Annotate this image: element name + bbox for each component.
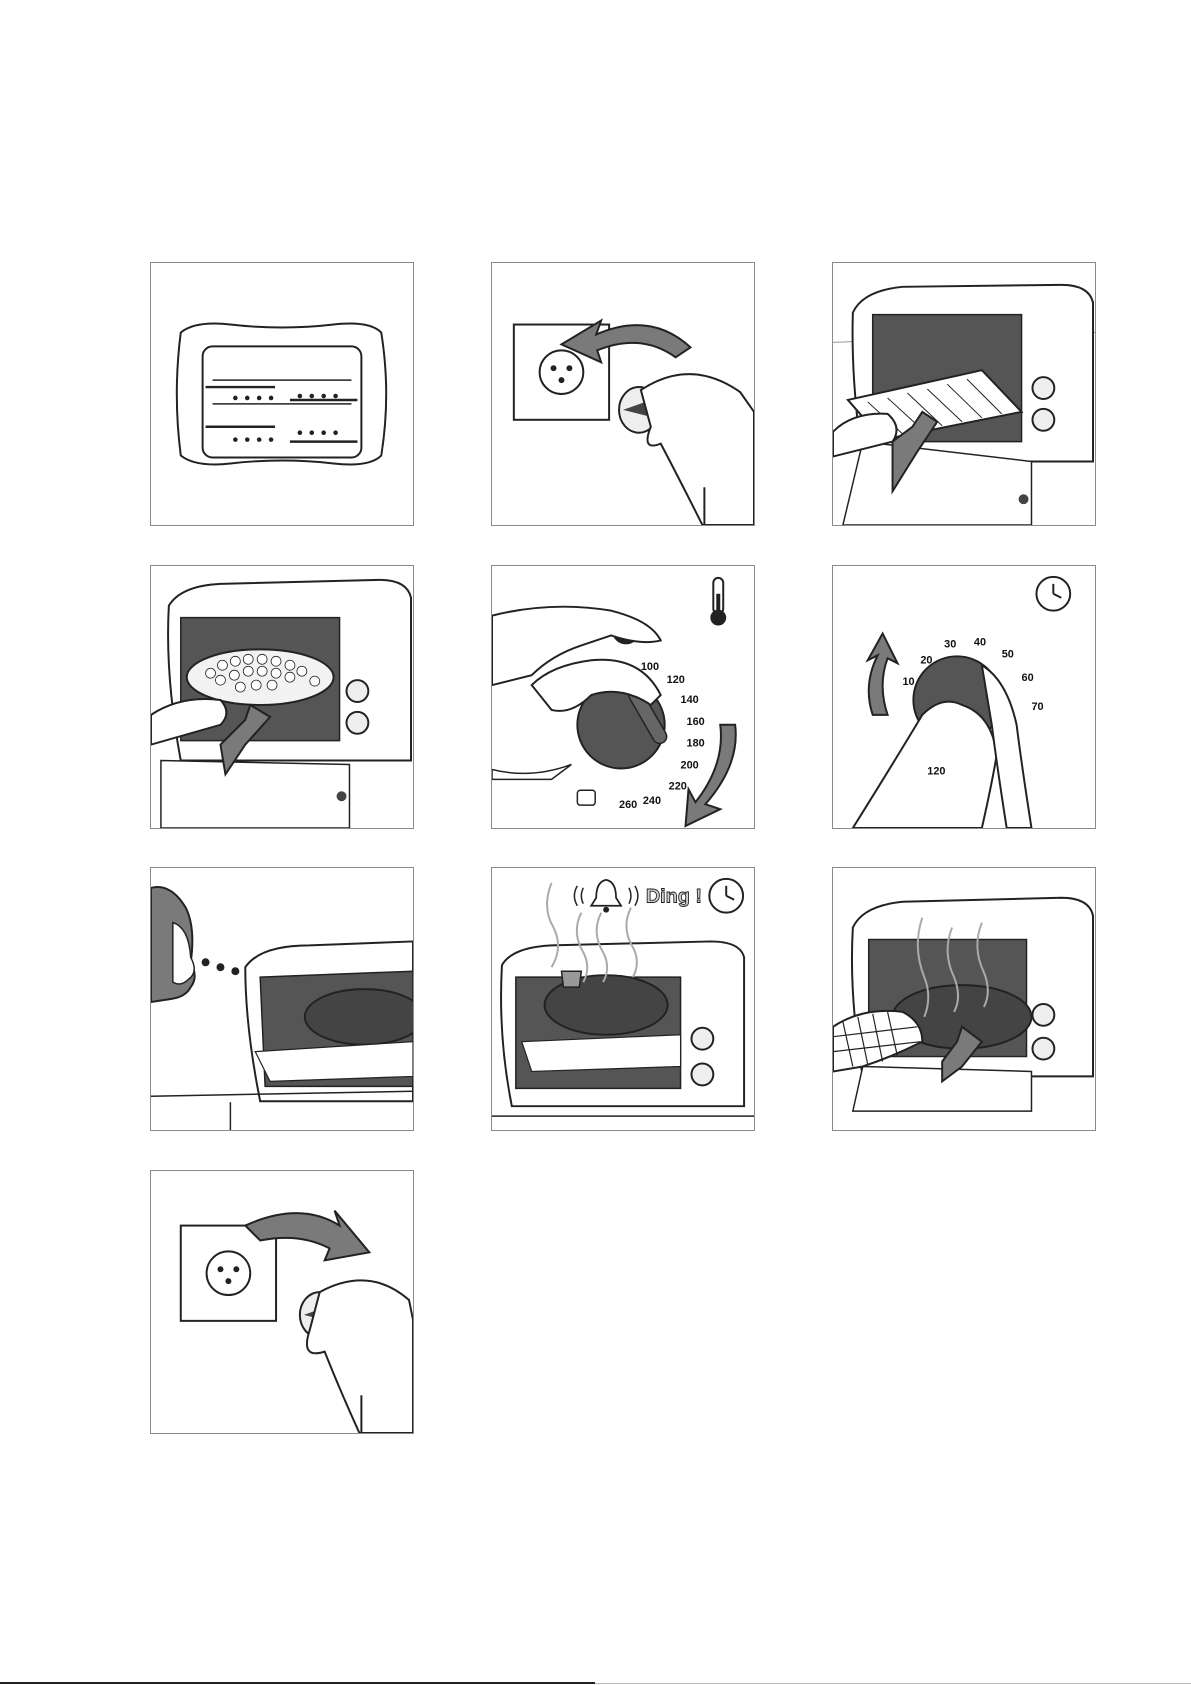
temp-label-200: 200 [681,759,699,771]
footer-rule [0,1682,595,1684]
watch-through-door-icon [151,868,413,1130]
thermometer-icon [710,578,726,626]
timer-dial-icon: 10 20 30 40 50 60 70 120 [833,566,1095,828]
footer-rule-light [595,1683,1191,1684]
timer-label-40: 40 [974,636,986,648]
panel-set-temperature: 100 120 140 160 180 200 220 240 260 [491,565,755,829]
timer-label-20: 20 [920,654,932,666]
grill-mode-icon [577,790,595,805]
temp-label-120: 120 [667,674,685,686]
panel-plug-in [491,262,755,526]
panel-rack-positions [150,262,414,526]
oven-rack-positions-icon [151,263,413,525]
timer-label-60: 60 [1022,672,1034,684]
panel-timer-done: Ding ! [491,867,755,1131]
clock-icon [709,879,743,913]
timer-label-10: 10 [902,676,914,688]
bell-icon [574,880,638,913]
insert-rack-icon [833,263,1095,525]
temp-label-220: 220 [669,780,687,792]
ding-timer-done-icon: Ding ! [492,868,754,1130]
timer-label-70: 70 [1031,701,1043,713]
timer-label-30: 30 [944,638,956,650]
panel-insert-tart [150,565,414,829]
plug-into-socket-icon [492,263,754,525]
panel-remove-dish [832,867,1096,1131]
insert-tart-icon [151,566,413,828]
temp-label-160: 160 [687,716,705,728]
remove-with-mitt-icon [833,868,1095,1130]
clock-icon [1036,577,1070,611]
temperature-dial-icon: 100 120 140 160 180 200 220 240 260 [492,566,754,828]
timer-label-120: 120 [927,765,945,777]
temp-label-240: 240 [643,795,661,807]
panel-set-timer: 10 20 30 40 50 60 70 120 [832,565,1096,829]
temp-label-100: 100 [641,661,659,673]
ding-text: Ding ! [646,886,702,908]
panel-unplug [150,1170,414,1434]
panel-watch-cooking [150,867,414,1131]
panel-insert-rack [832,262,1096,526]
temp-label-180: 180 [687,738,705,750]
temp-label-260: 260 [619,799,637,811]
temp-label-140: 140 [681,694,699,706]
timer-label-50: 50 [1002,648,1014,660]
unplug-from-socket-icon [151,1171,413,1433]
